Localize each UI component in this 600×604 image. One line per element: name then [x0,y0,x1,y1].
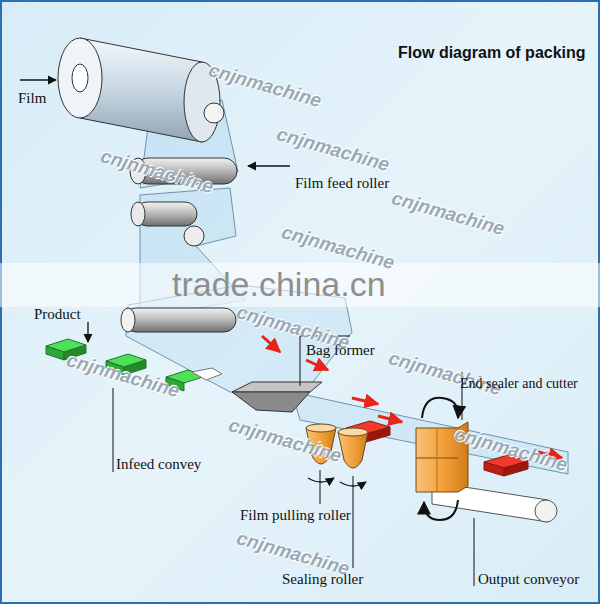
callout-arrow [248,165,290,166]
film-roll-core [72,64,88,92]
part-label: Film feed roller [295,175,389,192]
bag-former [232,382,322,392]
motion-arrow [306,360,328,370]
part-label: Bag former [306,342,375,359]
bag-former [232,392,310,412]
rotation-arrow [424,500,458,520]
guide-roller [204,103,224,123]
part-label: Film pulling roller [240,507,351,524]
diagram-title: Flow diagram of packing [398,44,586,62]
roller-top [338,428,368,436]
guide-roller [184,226,204,246]
part-label: Output conveyor [478,571,579,588]
roller-top [306,424,336,432]
film-roll-end [58,38,102,118]
part-label: Product [34,306,81,323]
sealer-jaw [437,428,438,492]
rotation-arrow [422,398,458,418]
leader-line [320,470,321,504]
part-label: Infeed convey [116,456,201,473]
watermark-banner [0,263,600,307]
callout-arrow [87,322,88,342]
motion-arrow [262,336,280,352]
guide-roller [124,308,236,332]
part-label: Sealing roller [282,571,363,588]
callout-arrow [20,79,56,80]
part-label: End sealer and cutter [460,376,578,391]
leader-line [353,476,354,568]
leader-line [474,518,475,586]
leader-line [113,388,114,472]
motion-arrow [378,416,402,422]
watermark: trade.china.cn [172,266,386,303]
motion-arrow [352,398,378,404]
roller-end [121,308,135,332]
conveyor-roller [535,500,557,522]
part-label: Film [18,90,46,107]
rotation-arrow [308,478,334,482]
roller-end [131,202,145,226]
